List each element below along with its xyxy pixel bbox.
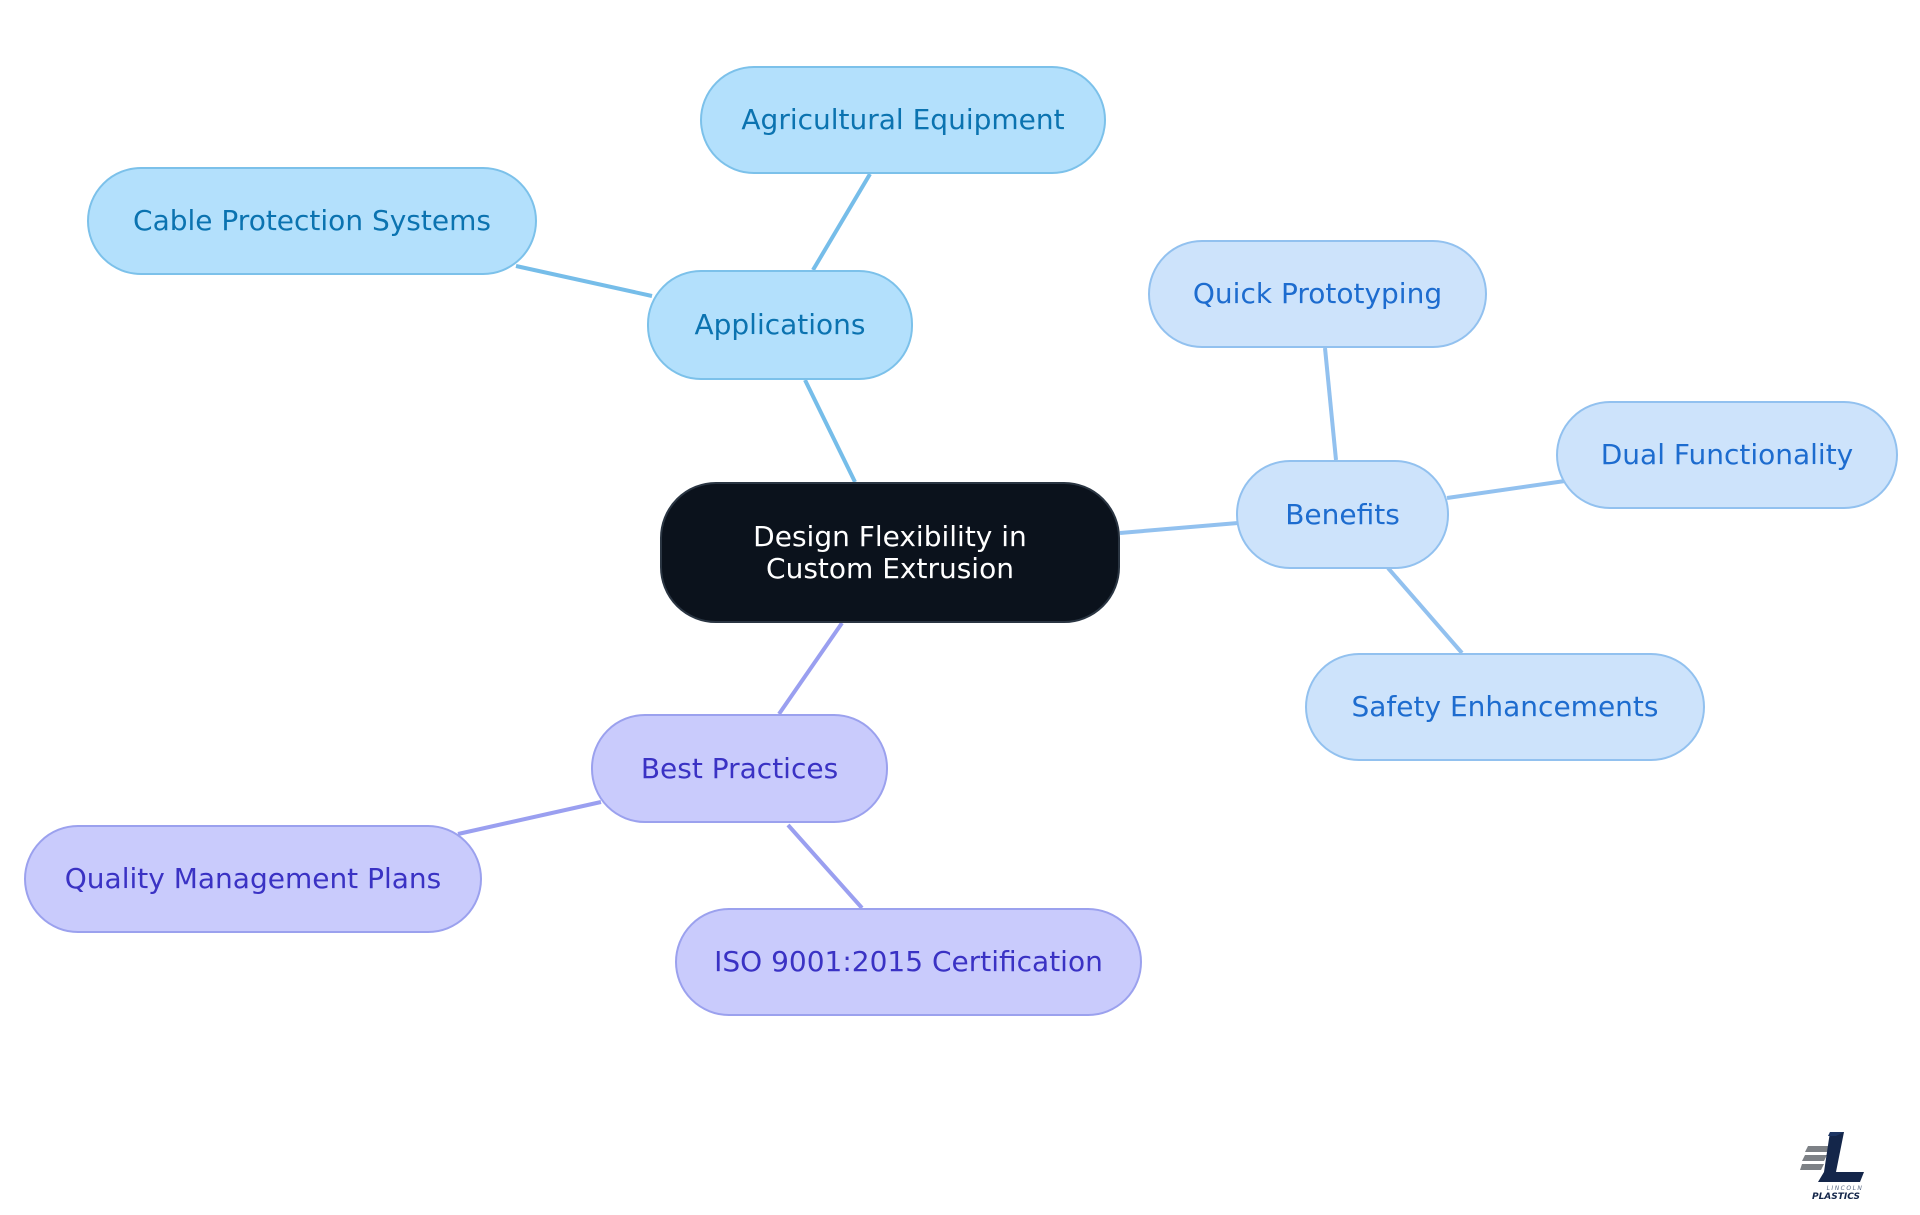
edge-best-quality (457, 800, 602, 836)
edge-root-best-practices (777, 621, 844, 716)
logo-bar-icon (1805, 1146, 1830, 1152)
branch-node-best-practices-label: Best Practices (640, 751, 839, 785)
root-node-label: Design Flexibility in Custom Extrusion (753, 519, 1027, 585)
branch-node-applications-label: Applications (694, 308, 866, 341)
logo-bar-icon (1802, 1155, 1827, 1161)
edge-best-iso (786, 823, 864, 910)
leaf-node-quick-prototyping[interactable]: Quick Prototyping (1148, 240, 1487, 348)
logo-text-line2: PLASTICS (1812, 1192, 1860, 1202)
logo-l-top-icon (1828, 1132, 1844, 1136)
edge-applications-cable (515, 264, 653, 298)
leaf-node-agricultural-equipment[interactable]: Agricultural Equipment (700, 66, 1106, 174)
leaf-node-iso-certification-label: ISO 9001:2015 Certification (714, 945, 1103, 978)
leaf-node-quality-management-plans[interactable]: Quality Management Plans (24, 825, 482, 933)
edge-applications-agricultural (811, 172, 872, 272)
logo-l-icon (1818, 1132, 1864, 1182)
leaf-node-dual-functionality-label: Dual Functionality (1600, 438, 1854, 471)
edge-root-benefits (1119, 521, 1239, 535)
leaf-node-safety-enhancements[interactable]: Safety Enhancements (1305, 653, 1705, 761)
leaf-node-quality-management-plans-label: Quality Management Plans (64, 862, 442, 895)
leaf-node-cable-protection-systems[interactable]: Cable Protection Systems (87, 167, 537, 275)
lincoln-plastics-logo: LINCOLN PLASTICS (1800, 1132, 1864, 1202)
edge-benefits-safety (1386, 566, 1464, 655)
edge-root-applications (803, 379, 857, 483)
branch-node-applications[interactable]: Applications (647, 270, 913, 380)
edge-benefits-quick (1323, 347, 1338, 461)
leaf-node-dual-functionality[interactable]: Dual Functionality (1556, 401, 1898, 509)
leaf-node-cable-protection-systems-label: Cable Protection Systems (133, 204, 491, 237)
logo-text-line1: LINCOLN (1827, 1185, 1864, 1192)
leaf-node-agricultural-equipment-label: Agricultural Equipment (741, 103, 1065, 136)
leaf-node-safety-enhancements-label: Safety Enhancements (1351, 690, 1659, 723)
branch-node-benefits-label: Benefits (1285, 497, 1400, 531)
edge-benefits-dual (1446, 479, 1566, 500)
root-node[interactable]: Design Flexibility in Custom Extrusion (660, 482, 1120, 623)
branch-node-best-practices[interactable]: Best Practices (591, 714, 888, 823)
leaf-node-quick-prototyping-label: Quick Prototyping (1192, 277, 1443, 310)
logo-bar-icon (1800, 1164, 1824, 1170)
branch-node-benefits[interactable]: Benefits (1236, 460, 1449, 569)
leaf-node-iso-certification[interactable]: ISO 9001:2015 Certification (675, 908, 1142, 1016)
